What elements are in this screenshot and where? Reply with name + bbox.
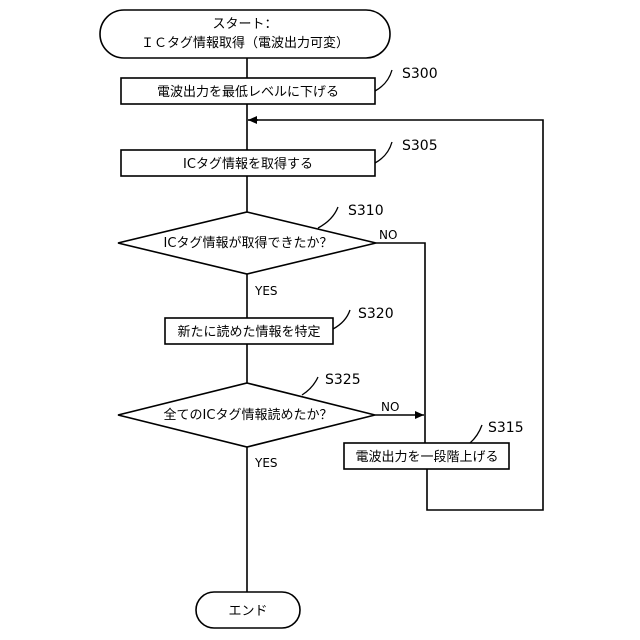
- leader-s325: [302, 377, 318, 395]
- branch-yes-s325: YES: [254, 456, 278, 470]
- leader-s300: [375, 70, 392, 91]
- end-label: エンド: [228, 604, 267, 619]
- leader-s315: [470, 425, 482, 443]
- step-id-s315: S315: [488, 420, 524, 436]
- step-id-s325: S325: [325, 372, 361, 388]
- decision-s310-label: ICタグ情報が取得できたか？: [164, 235, 333, 251]
- leader-s305: [375, 142, 392, 163]
- branch-yes-s310: YES: [254, 284, 278, 298]
- step-id-s320: S320: [358, 306, 394, 322]
- process-s305-label: ICタグ情報を取得する: [183, 156, 313, 172]
- connector-s310-no: [376, 243, 425, 415]
- leader-s320: [333, 310, 350, 329]
- leader-s310: [318, 207, 338, 228]
- process-s320-label: 新たに読めた情報を特定: [177, 324, 320, 340]
- step-id-s305: S305: [402, 138, 438, 154]
- branch-no-s310: NO: [379, 228, 397, 242]
- start-label-line2: ＩＣタグ情報取得（電波出力可変）: [141, 35, 349, 51]
- process-s300-label: 電波出力を最低レベルに下げる: [157, 85, 339, 100]
- step-id-s310: S310: [348, 203, 384, 219]
- step-id-s300: S300: [402, 66, 438, 82]
- decision-s325-label: 全てのICタグ情報読めたか？: [164, 407, 333, 423]
- process-s315-label: 電波出力を一段階上げる: [355, 450, 498, 465]
- start-label-line1: スタート：: [212, 17, 277, 32]
- branch-no-s325: NO: [381, 400, 399, 414]
